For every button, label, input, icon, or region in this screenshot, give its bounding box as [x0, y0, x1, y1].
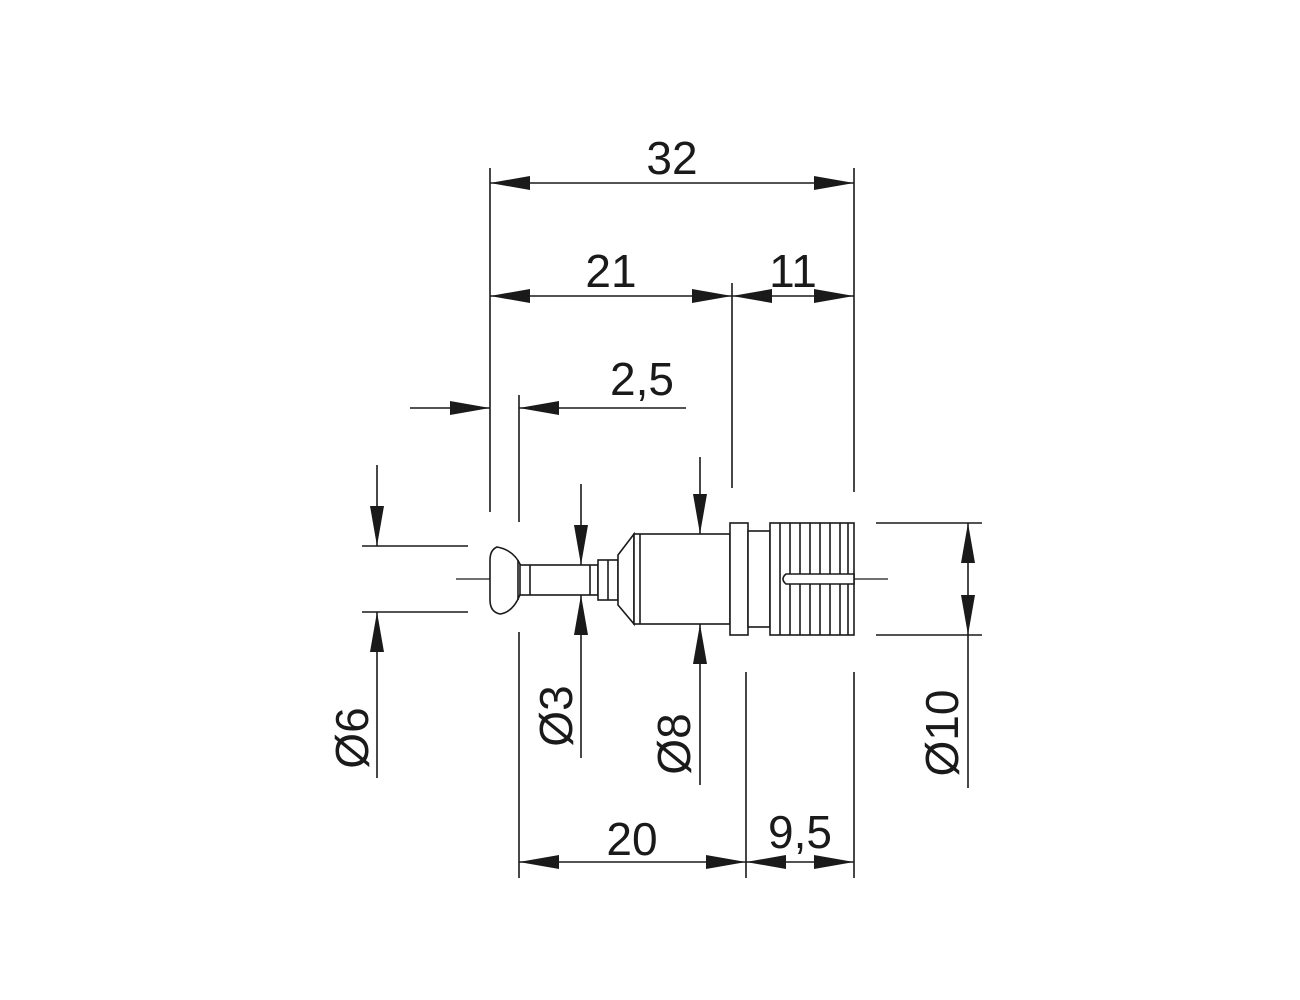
- label-sleeve-diameter: Ø10: [916, 690, 968, 777]
- connector-cone: [617, 531, 635, 627]
- label-head-offset: 2,5: [610, 353, 674, 405]
- dimension-lines: [370, 176, 975, 869]
- label-neck-to-collar: 20: [606, 813, 657, 865]
- connector-collar-step: [747, 530, 771, 628]
- connector-part: [456, 522, 888, 636]
- label-overall-length: 32: [646, 132, 697, 184]
- label-collar-to-end: 9,5: [768, 806, 832, 858]
- label-sleeve-length: 11: [769, 245, 817, 297]
- connector-head: [489, 546, 525, 615]
- connector-collar: [729, 522, 749, 636]
- connector-sleeve: [769, 522, 855, 636]
- label-head-diameter: Ø6: [326, 707, 378, 768]
- label-body-length: 21: [585, 245, 636, 297]
- sleeve-slot: [782, 573, 855, 585]
- label-body-diameter: Ø8: [648, 713, 700, 774]
- connector-body: [633, 533, 731, 625]
- label-neck-diameter: Ø3: [530, 685, 582, 746]
- connector-neck: [519, 564, 599, 596]
- extension-lines: [362, 168, 982, 878]
- dimension-labels: 32 21 11 2,5 20 9,5 Ø6 Ø3 Ø8 Ø10: [326, 132, 968, 865]
